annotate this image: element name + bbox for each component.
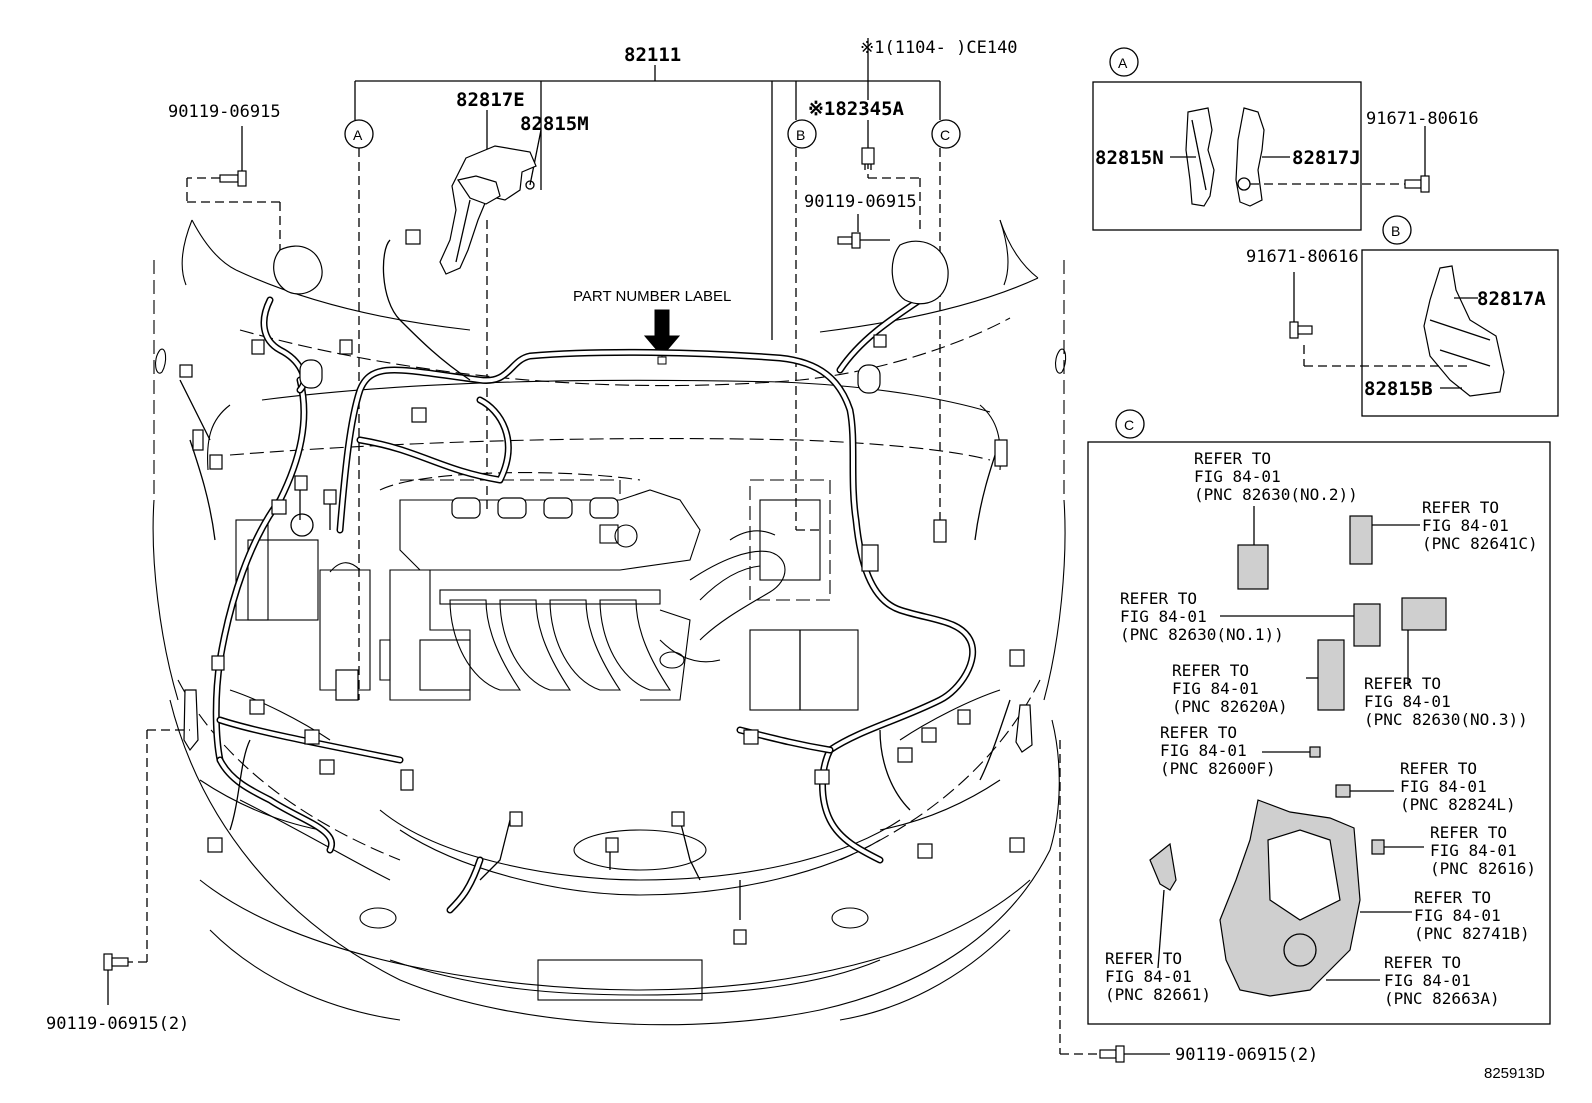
part-number-label-text: PART NUMBER LABEL [573, 288, 731, 305]
ref-line: (PNC 82824L) [1400, 795, 1516, 814]
ref-line: REFER TO [1105, 949, 1182, 968]
ref-82630-no1: REFER TO FIG 84-01 (PNC 82630(NO.1)) [1120, 589, 1284, 644]
bolt-bottom-left: 90119-06915(2) [46, 1014, 189, 1034]
main-part-number: 82111 [624, 44, 681, 66]
ref-line: (PNC 82630(NO.1)) [1120, 625, 1284, 644]
ref-82641c: REFER TO FIG 84-01 (PNC 82641C) [1422, 498, 1538, 553]
callout-a-main: A [344, 119, 374, 149]
ref-line: FIG 84-01 [1364, 692, 1451, 711]
part-82815M: 82815M [520, 113, 589, 135]
ref-82661: REFER TO FIG 84-01 (PNC 82661) [1105, 949, 1211, 1004]
ref-line: (PNC 82630(NO.2)) [1194, 485, 1358, 504]
ref-line: FIG 84-01 [1414, 906, 1501, 925]
bolt-top-left: 90119-06915 [168, 102, 281, 122]
ref-82630-no3: REFER TO FIG 84-01 (PNC 82630(NO.3)) [1364, 674, 1528, 729]
ref-line: (PNC 82616) [1430, 859, 1536, 878]
ref-line: FIG 84-01 [1384, 971, 1471, 990]
ref-82663a: REFER TO FIG 84-01 (PNC 82663A) [1384, 953, 1500, 1008]
ref-line: REFER TO [1384, 953, 1461, 972]
ref-line: (PNC 82661) [1105, 985, 1211, 1004]
detail-b-bolt: 91671-80616 [1246, 247, 1359, 267]
ref-line: FIG 84-01 [1400, 777, 1487, 796]
part-number-label-arrow [643, 309, 681, 365]
callout-b-main: B [787, 119, 817, 149]
detail-c-panel: C [1087, 409, 1551, 1025]
detail-b-part-82817A: 82817A [1477, 288, 1546, 310]
engine-assembly [235, 472, 859, 711]
detail-b-part-82815B: 82815B [1364, 378, 1433, 400]
ref-82824l: REFER TO FIG 84-01 (PNC 82824L) [1400, 759, 1516, 814]
bolt-icon-mid [837, 214, 890, 249]
ref-line: (PNC 82630(NO.3)) [1364, 710, 1528, 729]
detail-a-part-82817J: 82817J [1292, 147, 1361, 169]
wire-harness-82111 [179, 229, 1033, 945]
bolt-icon-top-left [186, 126, 281, 250]
ref-82741b: REFER TO FIG 84-01 (PNC 82741B) [1414, 888, 1530, 943]
bolt-icon-bottom-left [103, 729, 190, 1005]
bracket-82817E [439, 145, 537, 275]
ref-line: REFER TO [1364, 674, 1441, 693]
callout-label-a: A [353, 127, 363, 143]
detail-a-circle: A [1118, 55, 1128, 71]
detail-a-bolt: 91671-80616 [1366, 109, 1479, 129]
ref-line: REFER TO [1414, 888, 1491, 907]
ref-line: FIG 84-01 [1430, 841, 1517, 860]
ref-line: FIG 84-01 [1160, 741, 1247, 760]
ref-line: REFER TO [1160, 723, 1237, 742]
ref-line: FIG 84-01 [1105, 967, 1192, 986]
ref-82616: REFER TO FIG 84-01 (PNC 82616) [1430, 823, 1536, 878]
top-leader-lines [354, 38, 941, 700]
ref-line: FIG 84-01 [1194, 467, 1281, 486]
applicability-note: ※1(1104- )CE140 [860, 38, 1018, 58]
ref-line: REFER TO [1422, 498, 1499, 517]
ref-line: (PNC 82741B) [1414, 924, 1530, 943]
detail-b-circle: B [1391, 223, 1400, 239]
ref-line: REFER TO [1194, 449, 1271, 468]
clip-82345A [861, 147, 875, 170]
ref-line: FIG 84-01 [1120, 607, 1207, 626]
ref-82600f: REFER TO FIG 84-01 (PNC 82600F) [1160, 723, 1276, 778]
callout-c-main: C [931, 119, 961, 149]
ref-line: REFER TO [1400, 759, 1477, 778]
ref-line: REFER TO [1430, 823, 1507, 842]
ref-line: REFER TO [1120, 589, 1197, 608]
ref-line: REFER TO [1172, 661, 1249, 680]
ref-82630-no2: REFER TO FIG 84-01 (PNC 82630(NO.2)) [1194, 449, 1358, 504]
ref-82620a: REFER TO FIG 84-01 (PNC 82620A) [1172, 661, 1288, 716]
part-82345A: ※182345A [808, 98, 905, 120]
bolt-bottom-right: 90119-06915(2) [1175, 1045, 1318, 1065]
vehicle-body-outline [152, 219, 1067, 1026]
part-82817E: 82817E [456, 89, 525, 111]
ref-line: (PNC 82663A) [1384, 989, 1500, 1008]
callout-label-b: B [796, 127, 805, 143]
ref-line: FIG 84-01 [1172, 679, 1259, 698]
detail-c-circle: C [1124, 417, 1134, 433]
ref-line: (PNC 82641C) [1422, 534, 1538, 553]
ref-line: FIG 84-01 [1422, 516, 1509, 535]
detail-a-part-82815N: 82815N [1095, 147, 1164, 169]
ref-line: (PNC 82620A) [1172, 697, 1288, 716]
detail-b-panel: B [1289, 215, 1559, 417]
ref-line: (PNC 82600F) [1160, 759, 1276, 778]
callout-label-c: C [940, 127, 950, 143]
detail-a-panel: A [1092, 47, 1430, 231]
diagram-id: 825913D [1484, 1065, 1545, 1082]
bolt-mid: 90119-06915 [804, 192, 917, 212]
bolt-icon-bottom-right [1059, 740, 1170, 1063]
